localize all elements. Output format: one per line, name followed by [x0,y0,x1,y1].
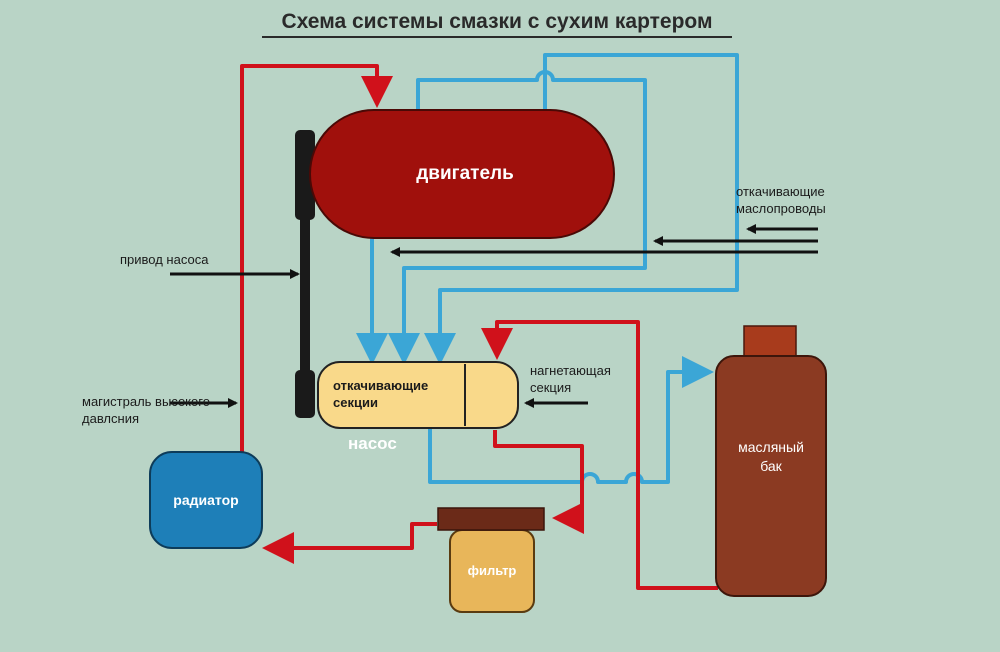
tank-to-pump-line [481,320,718,590]
drive-belt [295,130,315,418]
pump-scavenge-label: откачивающие секции [333,378,429,410]
high-pressure-main-label: магистраль высокого давлсния [82,394,210,426]
radiator-to-engine-line [240,64,393,452]
engine-label: двигатель [416,163,514,184]
scavenge-line-right [424,53,739,365]
filter-label: фильтр [467,563,517,578]
scavenge-lines-label: откачивающие маслопроводы [736,184,826,216]
indicator-arrows [170,224,818,408]
engine [309,109,615,239]
oil-tank-label: масляный бак [738,439,804,474]
scavenge-line-top [388,70,647,365]
oil-tank [715,325,827,597]
pump-to-filter-line [493,430,584,534]
filter-to-radiator-line [262,522,437,564]
radiator [149,451,263,549]
pump-drive-label: привод насоса [120,252,209,267]
pump [317,361,519,429]
filter [437,507,545,613]
pump-label: насос [348,434,397,453]
page-title: Схема системы смазки с сухим картером [262,10,732,38]
radiator-label: радиатор [173,492,239,508]
pressure-lines [240,64,718,590]
pressure-section-label: нагнетающая секция [530,363,611,395]
